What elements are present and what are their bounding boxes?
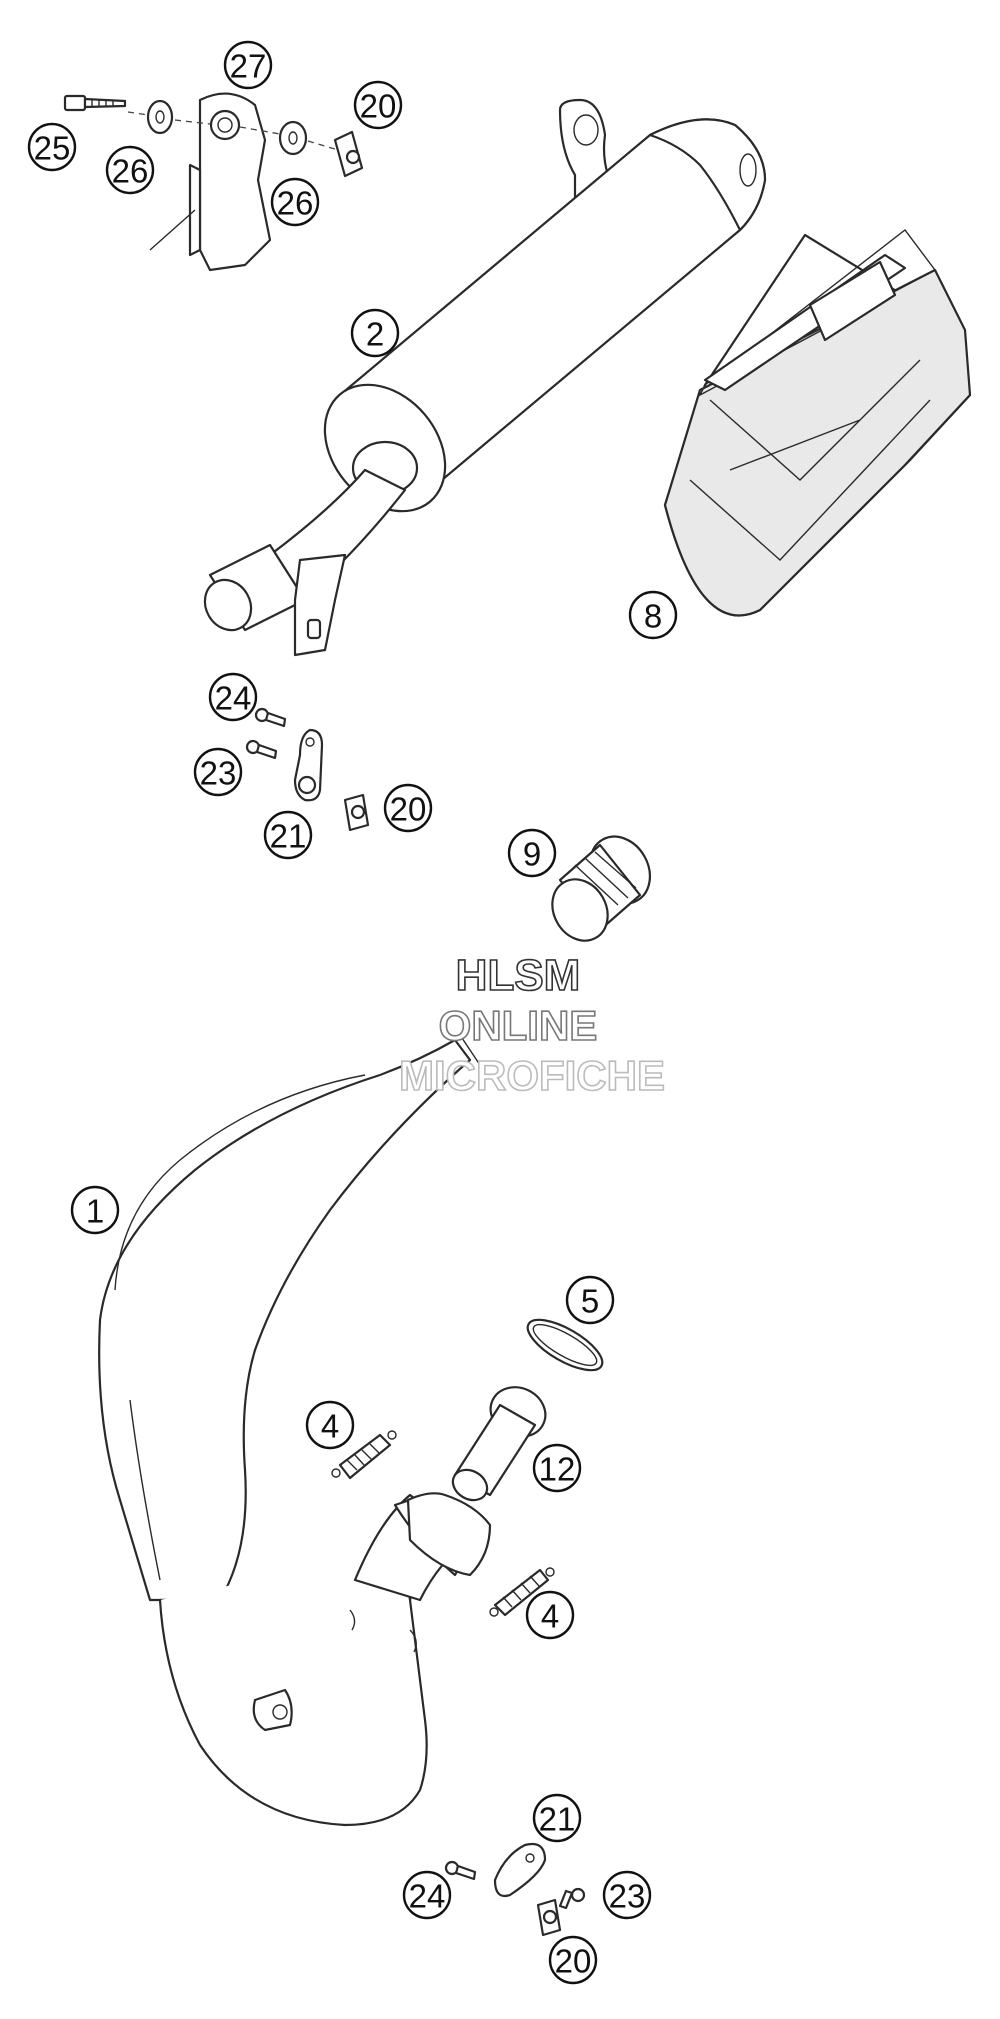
- callout-2-label: 2: [366, 316, 384, 353]
- watermark: HLSM ONLINE MICROFICHE: [398, 950, 666, 1100]
- watermark-line-1: HLSM: [456, 951, 581, 1000]
- callout-23-lower-label: 23: [609, 1878, 646, 1915]
- washer-26-left: [146, 99, 174, 135]
- bracket-21-lower: [493, 1842, 547, 1898]
- callout-24-upper-label: 24: [215, 680, 252, 717]
- washer-26-right: [278, 120, 308, 156]
- silencer-mount-bracket: [149, 92, 272, 272]
- spring-upper: [331, 1430, 397, 1480]
- callout-5: 5: [565, 1275, 615, 1325]
- callout-4-lower: 4: [525, 1590, 575, 1640]
- o-ring: [526, 1318, 604, 1372]
- screw-23-lower: [558, 1887, 586, 1910]
- callout-21-upper: 21: [263, 810, 313, 860]
- watermark-line-3: MICROFICHE: [399, 1052, 665, 1099]
- clip-nut-20-lower: [536, 1898, 562, 1937]
- callout-9: 9: [507, 828, 557, 878]
- callout-1-label: 1: [86, 1193, 104, 1230]
- callout-9-label: 9: [523, 836, 541, 873]
- callout-1: 1: [70, 1185, 120, 1235]
- callout-8: 8: [628, 590, 678, 640]
- callout-12: 12: [532, 1443, 582, 1493]
- callout-27: 27: [223, 40, 273, 90]
- callout-20-top-label: 20: [360, 88, 397, 125]
- callout-12-label: 12: [539, 1451, 576, 1488]
- callout-23-upper: 23: [193, 747, 243, 797]
- callout-24-upper: 24: [208, 672, 258, 722]
- screw-24-lower: [444, 1860, 477, 1881]
- callout-23-lower: 23: [602, 1870, 652, 1920]
- callout-24-lower-label: 24: [409, 1878, 446, 1915]
- callout-4-lower-label: 4: [541, 1598, 559, 1635]
- callout-2: 2: [350, 308, 400, 358]
- silencer: [203, 98, 767, 657]
- spring-lower: [489, 1567, 555, 1617]
- callout-20-upper: 20: [383, 783, 433, 833]
- callout-26-right-label: 26: [277, 185, 314, 222]
- callout-8-label: 8: [644, 598, 662, 635]
- callout-21-upper-label: 21: [270, 818, 307, 855]
- clip-nut-20-top: [333, 130, 364, 178]
- screw-23-upper: [245, 739, 278, 760]
- watermark-line-2: ONLINE: [439, 1002, 598, 1049]
- bolt-25: [63, 94, 127, 112]
- callout-20-top: 20: [353, 80, 403, 130]
- exhaust-socket: [451, 1386, 547, 1502]
- callout-24-lower: 24: [402, 1870, 452, 1920]
- callout-21-lower: 21: [532, 1793, 582, 1843]
- clip-nut-20-upper: [343, 793, 370, 832]
- callout-26-left: 26: [105, 145, 155, 195]
- callout-5-label: 5: [581, 1283, 599, 1320]
- callout-20-lower: 20: [548, 1935, 598, 1985]
- callout-4-upper: 4: [305, 1400, 355, 1450]
- screw-24-upper: [254, 707, 287, 728]
- callout-27-label: 27: [230, 48, 267, 85]
- callout-25-label: 25: [34, 130, 71, 167]
- callout-20-lower-label: 20: [555, 1943, 592, 1980]
- damping-sleeve: [551, 835, 652, 942]
- exhaust-pipe: [98, 1034, 492, 1827]
- callout-25: 25: [27, 122, 77, 172]
- callout-4-upper-label: 4: [321, 1408, 339, 1445]
- callout-20-upper-label: 20: [390, 791, 427, 828]
- callout-23-upper-label: 23: [200, 755, 237, 792]
- silencer-protector: [663, 229, 972, 617]
- callout-21-lower-label: 21: [539, 1801, 576, 1838]
- callout-26-right: 26: [270, 177, 320, 227]
- callout-26-left-label: 26: [112, 153, 149, 190]
- bracket-21-upper: [293, 728, 324, 802]
